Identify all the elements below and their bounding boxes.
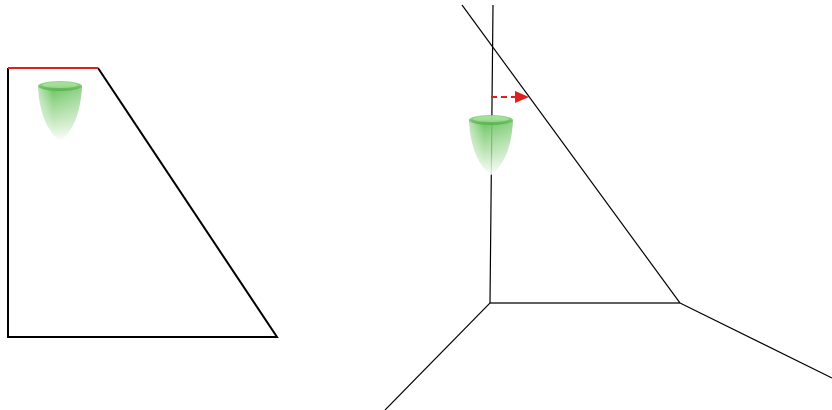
slanted-plane-edge (461, 4, 681, 304)
right-axis (679, 302, 832, 379)
depth-axis (384, 302, 491, 410)
trapezoid-outline (7, 67, 279, 338)
right-figure (384, 4, 832, 410)
left-figure (7, 67, 279, 338)
cone-icon (469, 115, 513, 175)
cone-icon (38, 81, 82, 141)
